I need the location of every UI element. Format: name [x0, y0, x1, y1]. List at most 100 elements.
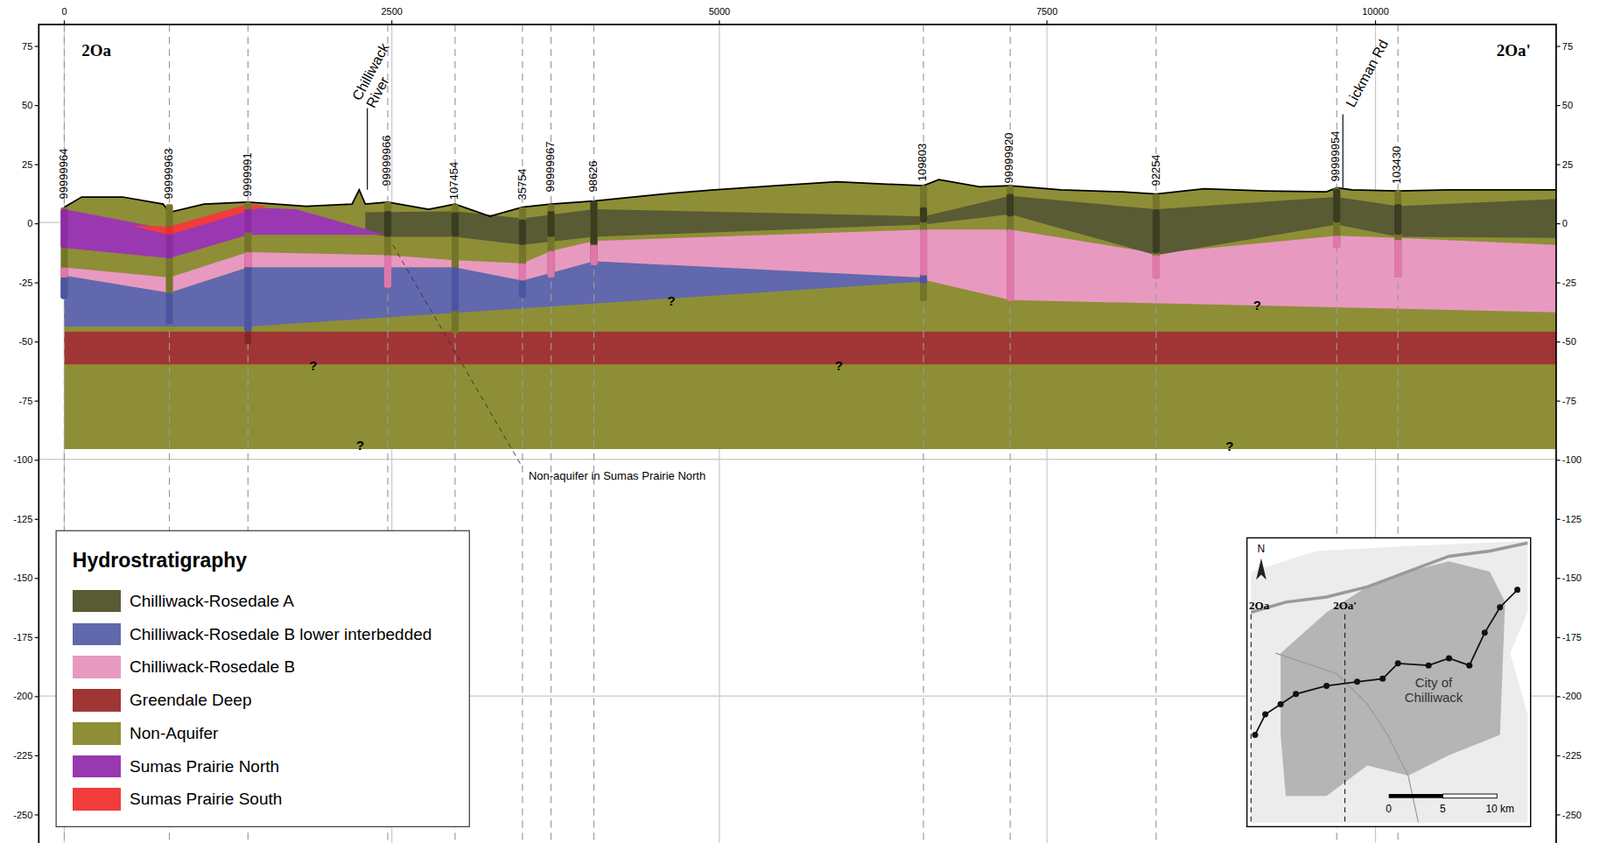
uncertainty-mark: ?	[1253, 297, 1262, 313]
legend-text: Sumas Prairie South	[129, 789, 282, 809]
scale-bar	[1442, 793, 1497, 799]
axis-tick	[1375, 20, 1376, 25]
well-interval	[1333, 235, 1341, 248]
well-interval	[165, 293, 173, 325]
uncertainty-mark: ?	[1225, 438, 1234, 454]
leader-line	[366, 108, 368, 190]
well-interval	[919, 229, 927, 275]
axis-tick	[35, 695, 40, 697]
axis-label: -75	[1562, 395, 1577, 408]
section-line	[1250, 614, 1252, 825]
axis-label: -125	[13, 513, 33, 526]
well-id: 35754	[515, 168, 529, 200]
well-dot	[1277, 701, 1285, 708]
well-interval	[60, 209, 68, 248]
well-column	[1152, 194, 1160, 280]
axis-label: -225	[13, 750, 33, 762]
axis-label: -150	[13, 572, 33, 584]
well-interval	[1152, 254, 1160, 279]
axis-tick	[35, 45, 40, 47]
axis-tick	[35, 637, 40, 639]
scale-label: 10 km	[1485, 803, 1515, 816]
axis-tick	[35, 164, 40, 166]
well-interval	[244, 331, 252, 344]
axis-tick	[1556, 45, 1561, 47]
axis-label: -25	[1562, 277, 1577, 289]
well-interval	[1394, 203, 1402, 235]
leader-line	[392, 245, 523, 468]
legend-text: Chilliwack-Rosedale A	[129, 591, 295, 611]
well-dot	[1292, 690, 1299, 697]
well-interval	[384, 210, 392, 237]
legend-swatch	[72, 589, 121, 613]
legend-text: Chilliwack-Rosedale B lower interbedded	[129, 624, 432, 645]
axis-label: 50	[1562, 99, 1573, 112]
well-dot	[1354, 678, 1361, 685]
axis-label: -50	[18, 336, 33, 348]
axis-tick	[35, 282, 40, 284]
legend-swatch	[72, 655, 121, 679]
axis-label: -250	[1562, 809, 1582, 822]
well-column	[519, 207, 527, 299]
rosedale-b-lower-unit	[63, 260, 924, 327]
section-route	[1255, 589, 1518, 736]
well-id: 92254	[1149, 154, 1163, 186]
well-dot	[1481, 629, 1488, 636]
axis-tick	[1556, 341, 1561, 343]
uncertainty-mark: ?	[356, 437, 365, 453]
legend-swatch	[72, 755, 121, 779]
axis-tick	[1556, 459, 1561, 461]
section-end: 2Oa'	[1496, 41, 1531, 61]
well-id: 99999964	[57, 147, 71, 199]
axis-label: -250	[13, 809, 33, 822]
well-interval	[547, 251, 555, 278]
axis-label: 5000	[708, 6, 730, 18]
well-interval	[451, 211, 459, 237]
axis-tick	[35, 341, 40, 343]
well-interval	[384, 254, 392, 288]
note: Non-aquifer in Sumas Prairie North	[528, 470, 706, 484]
axis-tick	[35, 577, 40, 579]
axis-tick	[1556, 223, 1561, 225]
well-column	[919, 185, 927, 302]
axis-label: -200	[13, 690, 33, 702]
uncertainty-mark: ?	[667, 293, 676, 309]
axis-label: -100	[13, 454, 33, 466]
uncertainty-mark: ?	[835, 357, 843, 373]
well-interval	[244, 266, 252, 331]
axis-label: -25	[18, 277, 33, 289]
well-interval	[589, 201, 597, 246]
axis-tick	[1556, 637, 1561, 639]
well-id: 99999920	[1003, 133, 1018, 184]
well-id: 107454	[448, 161, 462, 200]
axis-label: -175	[1562, 631, 1582, 644]
well-interval	[60, 277, 68, 299]
axis-tick	[1556, 400, 1561, 402]
axis-label: -175	[13, 631, 33, 644]
axis-tick	[391, 20, 393, 25]
axis-tick	[35, 223, 40, 225]
ground-surface	[63, 179, 1556, 217]
well-dot	[1251, 731, 1258, 738]
uncertainty-mark: ?	[308, 357, 317, 373]
well-id: 103430	[1391, 145, 1405, 183]
well-interval	[519, 219, 527, 246]
section-end: 2Oa	[1249, 599, 1270, 613]
axis-label: -150	[1562, 572, 1582, 584]
axis-label: 75	[1562, 41, 1573, 53]
axis-label: 25	[1562, 159, 1573, 171]
axis-tick	[1046, 20, 1048, 25]
section-end: 2Oa'	[1333, 599, 1357, 613]
well-dot	[1496, 603, 1503, 611]
well-id: 99999966	[381, 134, 395, 186]
well-id: 98626	[587, 160, 601, 192]
axis-label: -100	[1562, 454, 1582, 466]
well-dot	[1425, 662, 1432, 669]
well-column	[451, 203, 459, 334]
well-interval	[244, 209, 252, 233]
well-interval	[1333, 189, 1341, 223]
well-interval	[519, 280, 527, 299]
